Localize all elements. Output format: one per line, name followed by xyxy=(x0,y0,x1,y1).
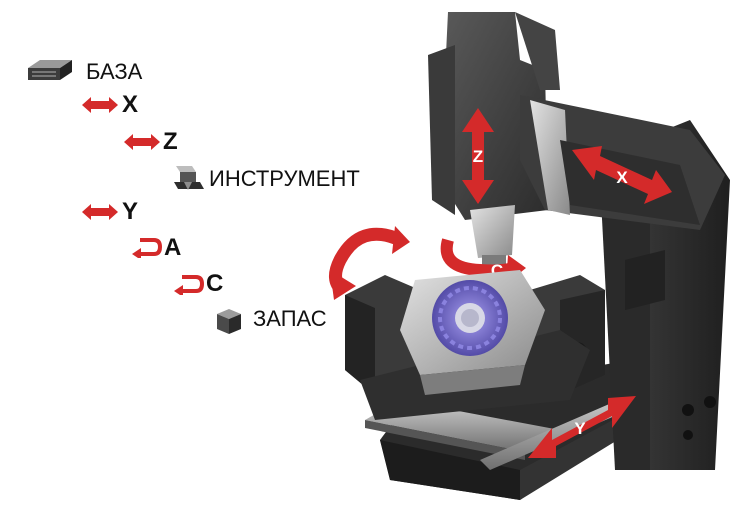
spindle-head: Z xyxy=(428,12,560,220)
spindle: C xyxy=(440,205,526,284)
y-axis-arrow xyxy=(528,396,636,458)
x-axis-slide: X xyxy=(520,95,725,230)
workpiece xyxy=(432,280,508,356)
x-axis-arrow xyxy=(572,146,672,204)
linear-arrow-z-icon xyxy=(124,134,160,150)
trunnion-table xyxy=(345,270,605,420)
legend-tool-label: ИНСТРУМЕНТ xyxy=(209,166,360,191)
legend-x-label: X xyxy=(122,91,139,118)
tool-icon xyxy=(174,166,204,190)
legend-y-label: Y xyxy=(122,198,139,225)
legend-base-label: БАЗА xyxy=(86,59,143,84)
linear-arrow-x-icon xyxy=(82,97,118,113)
legend-c-label: C xyxy=(206,270,224,297)
stock-icon xyxy=(217,309,241,334)
a-axis-rotation: A xyxy=(329,226,410,300)
rotary-arrow-a-icon xyxy=(132,238,163,258)
z-axis-label: Z xyxy=(473,147,483,166)
base-icon xyxy=(28,60,72,80)
y-axis-label: Y xyxy=(574,419,586,438)
linear-arrow-y-icon xyxy=(82,204,118,220)
rotary-arrow-c-icon xyxy=(174,275,205,295)
z-axis-arrow xyxy=(462,108,494,204)
legend-a-label: A xyxy=(164,234,182,261)
legend-z-label: Z xyxy=(163,128,178,155)
a-axis-label: A xyxy=(343,263,355,282)
y-axis-motion: Y xyxy=(528,396,636,458)
x-axis-label: X xyxy=(616,168,628,187)
legend-stock-label: ЗАПАС xyxy=(253,306,327,331)
